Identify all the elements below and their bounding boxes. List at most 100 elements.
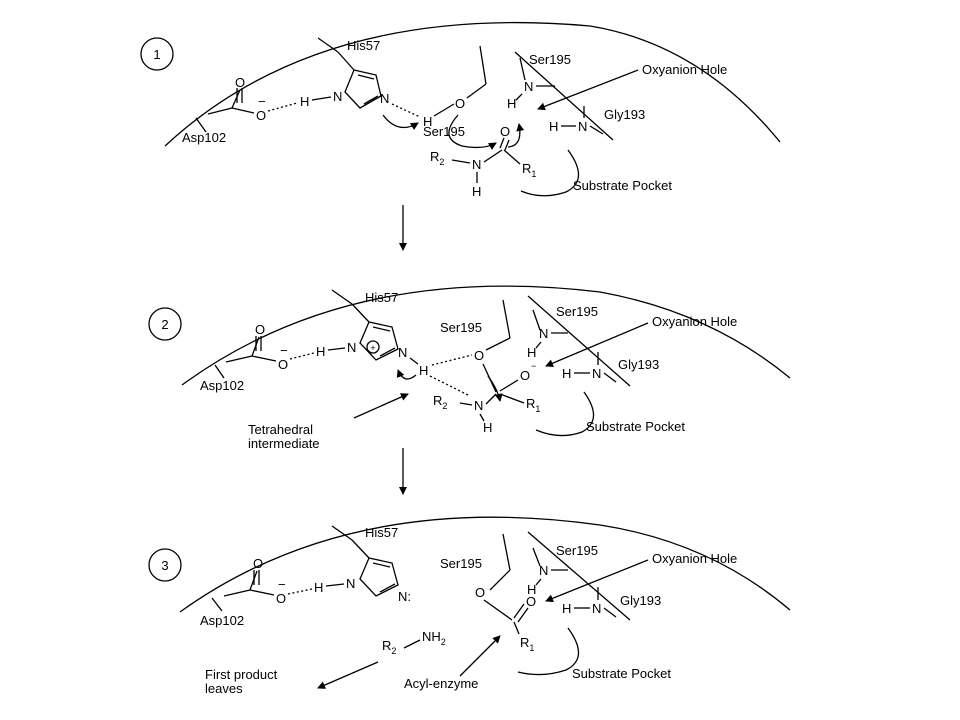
his57-label: His57 <box>365 525 398 540</box>
ser195-residue: Ser195 O <box>423 45 487 139</box>
ser195-backbone-label: Ser195 <box>556 304 598 319</box>
tetrahedral-intermediate: R2 N H O − R1 <box>433 361 540 435</box>
svg-text:O: O <box>235 75 245 90</box>
step-circle <box>148 548 182 582</box>
backbone-nitrogen: N <box>524 79 533 94</box>
arrow-bond-formation <box>487 375 503 402</box>
acyl-enzyme: Ser195 O O R1 <box>440 533 536 653</box>
his-nh-hydrogen: H <box>316 344 325 359</box>
his57-label: His57 <box>365 290 398 305</box>
nh2-group: NH2 <box>422 629 446 647</box>
oxyanion-hole-label: Oxyanion Hole <box>652 551 737 566</box>
asp-charge: − <box>280 343 288 358</box>
carbonyl-oxygen: O <box>500 124 510 139</box>
r2-group: R2 <box>430 149 444 167</box>
first-product-label-line2: leaves <box>205 681 243 696</box>
step-number: 3 <box>161 558 168 573</box>
hbond-asp-his <box>287 588 313 595</box>
asp102-label: Asp102 <box>182 130 226 145</box>
panel-2: 2 O O − Asp102 H N + N His57 <box>148 285 791 451</box>
backbone-hydrogen: H <box>507 96 516 111</box>
arrow-nucleophilic-attack <box>448 114 497 150</box>
ser-hydrogen: H <box>419 363 428 378</box>
asp-charge: − <box>278 577 286 592</box>
asp-oxygen: O <box>256 108 266 123</box>
enzyme-surface-arc <box>164 21 781 147</box>
product-leaving-arrow <box>317 661 379 689</box>
gly193-label: Gly193 <box>618 357 659 372</box>
his57-residue: N + N His57 <box>331 289 407 361</box>
step-circle <box>148 307 182 341</box>
amide-nitrogen: N <box>474 398 483 413</box>
carbonyl-oxygen: O <box>526 594 536 609</box>
oxyanion-hole-label: Oxyanion Hole <box>642 62 727 77</box>
his-nitrogen-left: N <box>347 340 356 355</box>
substrate-pocket-curve <box>535 391 595 437</box>
substrate-pocket-curve <box>517 627 580 676</box>
amide-nitrogen: N <box>472 157 481 172</box>
backbone-chain <box>527 295 631 387</box>
his-nitrogen-right: N <box>398 345 407 360</box>
hbond-h-nitrogen <box>429 375 471 397</box>
oxyanion-charge: − <box>531 361 536 371</box>
his-nitrogen-left: N <box>333 89 342 104</box>
oxyanion-hole-pointer <box>545 322 649 367</box>
ser-oxygen: O <box>474 348 484 363</box>
ser195-side-label: Ser195 <box>440 556 482 571</box>
first-product-label-line1: First product <box>205 667 278 682</box>
backbone-chain <box>514 51 614 141</box>
gly-hydrogen: H <box>562 601 571 616</box>
ser195-residue: Ser195 O <box>440 299 511 393</box>
his57-residue: N N His57 <box>317 37 389 109</box>
backbone-hydrogen: H <box>527 345 536 360</box>
ser195-side-label: Ser195 <box>423 124 465 139</box>
asp102-residue: O O − Asp102 <box>182 75 266 145</box>
his-nitrogen-left: N <box>346 576 355 591</box>
asp-oxygen: O <box>278 357 288 372</box>
ser-hydrogen: H <box>423 114 432 129</box>
enzyme-surface-arc <box>181 285 791 386</box>
backbone-nitrogen: N <box>539 563 548 578</box>
r2-group: R2 <box>382 638 396 656</box>
tetrahedral-label-line2: intermediate <box>248 436 320 451</box>
backbone-hydrogen: H <box>527 582 536 597</box>
substrate-pocket-label: Substrate Pocket <box>586 419 685 434</box>
svg-text:O: O <box>253 556 263 571</box>
ser195-backbone: Ser195 N H <box>507 52 571 111</box>
his-nitrogen-right: N: <box>398 589 411 604</box>
ser195-backbone-label: Ser195 <box>529 52 571 67</box>
step-number: 2 <box>161 317 168 332</box>
asp102-label: Asp102 <box>200 613 244 628</box>
substrate: R2 N H O R1 <box>430 124 536 199</box>
gly-hydrogen: H <box>562 366 571 381</box>
svg-text:O: O <box>255 322 265 337</box>
arrow-carbonyl-electrons <box>507 123 525 148</box>
his57-label: His57 <box>347 38 380 53</box>
panel-3: 3 O O − Asp102 H N N: His57 <box>148 516 791 696</box>
substrate-pocket-label: Substrate Pocket <box>572 666 671 681</box>
tetrahedral-label-line1: Tetrahedral <box>248 422 313 437</box>
acyl-enzyme-label: Acyl-enzyme <box>404 676 478 691</box>
gly-nitrogen: N <box>578 119 587 134</box>
hbond-asp-his <box>267 102 298 112</box>
step-circle <box>140 37 174 71</box>
ser-oxygen: O <box>455 96 465 111</box>
asp-oxygen: O <box>276 591 286 606</box>
gly193-residue: H N Gly193 <box>562 587 661 618</box>
ser195-backbone: Ser195 N H <box>527 543 598 597</box>
oxyanion-hole-pointer <box>537 69 639 111</box>
ser-oxygen: O <box>475 585 485 600</box>
ser195-backbone: Ser195 N H <box>527 304 598 360</box>
enzyme-surface-arc <box>179 516 791 613</box>
gly193-residue: H N Gly193 <box>549 106 645 135</box>
acyl-enzyme-pointer <box>459 635 501 677</box>
r1-group: R1 <box>520 635 534 653</box>
hbond-asp-his <box>289 352 315 360</box>
gly-hydrogen: H <box>549 119 558 134</box>
oxyanion-hole-label: Oxyanion Hole <box>652 314 737 329</box>
panel-1: 1 O O − Asp102 H N N His57 <box>140 21 781 199</box>
step-number: 1 <box>153 47 160 62</box>
his-nitrogen-right: N <box>380 91 389 106</box>
backbone-nitrogen: N <box>539 326 548 341</box>
